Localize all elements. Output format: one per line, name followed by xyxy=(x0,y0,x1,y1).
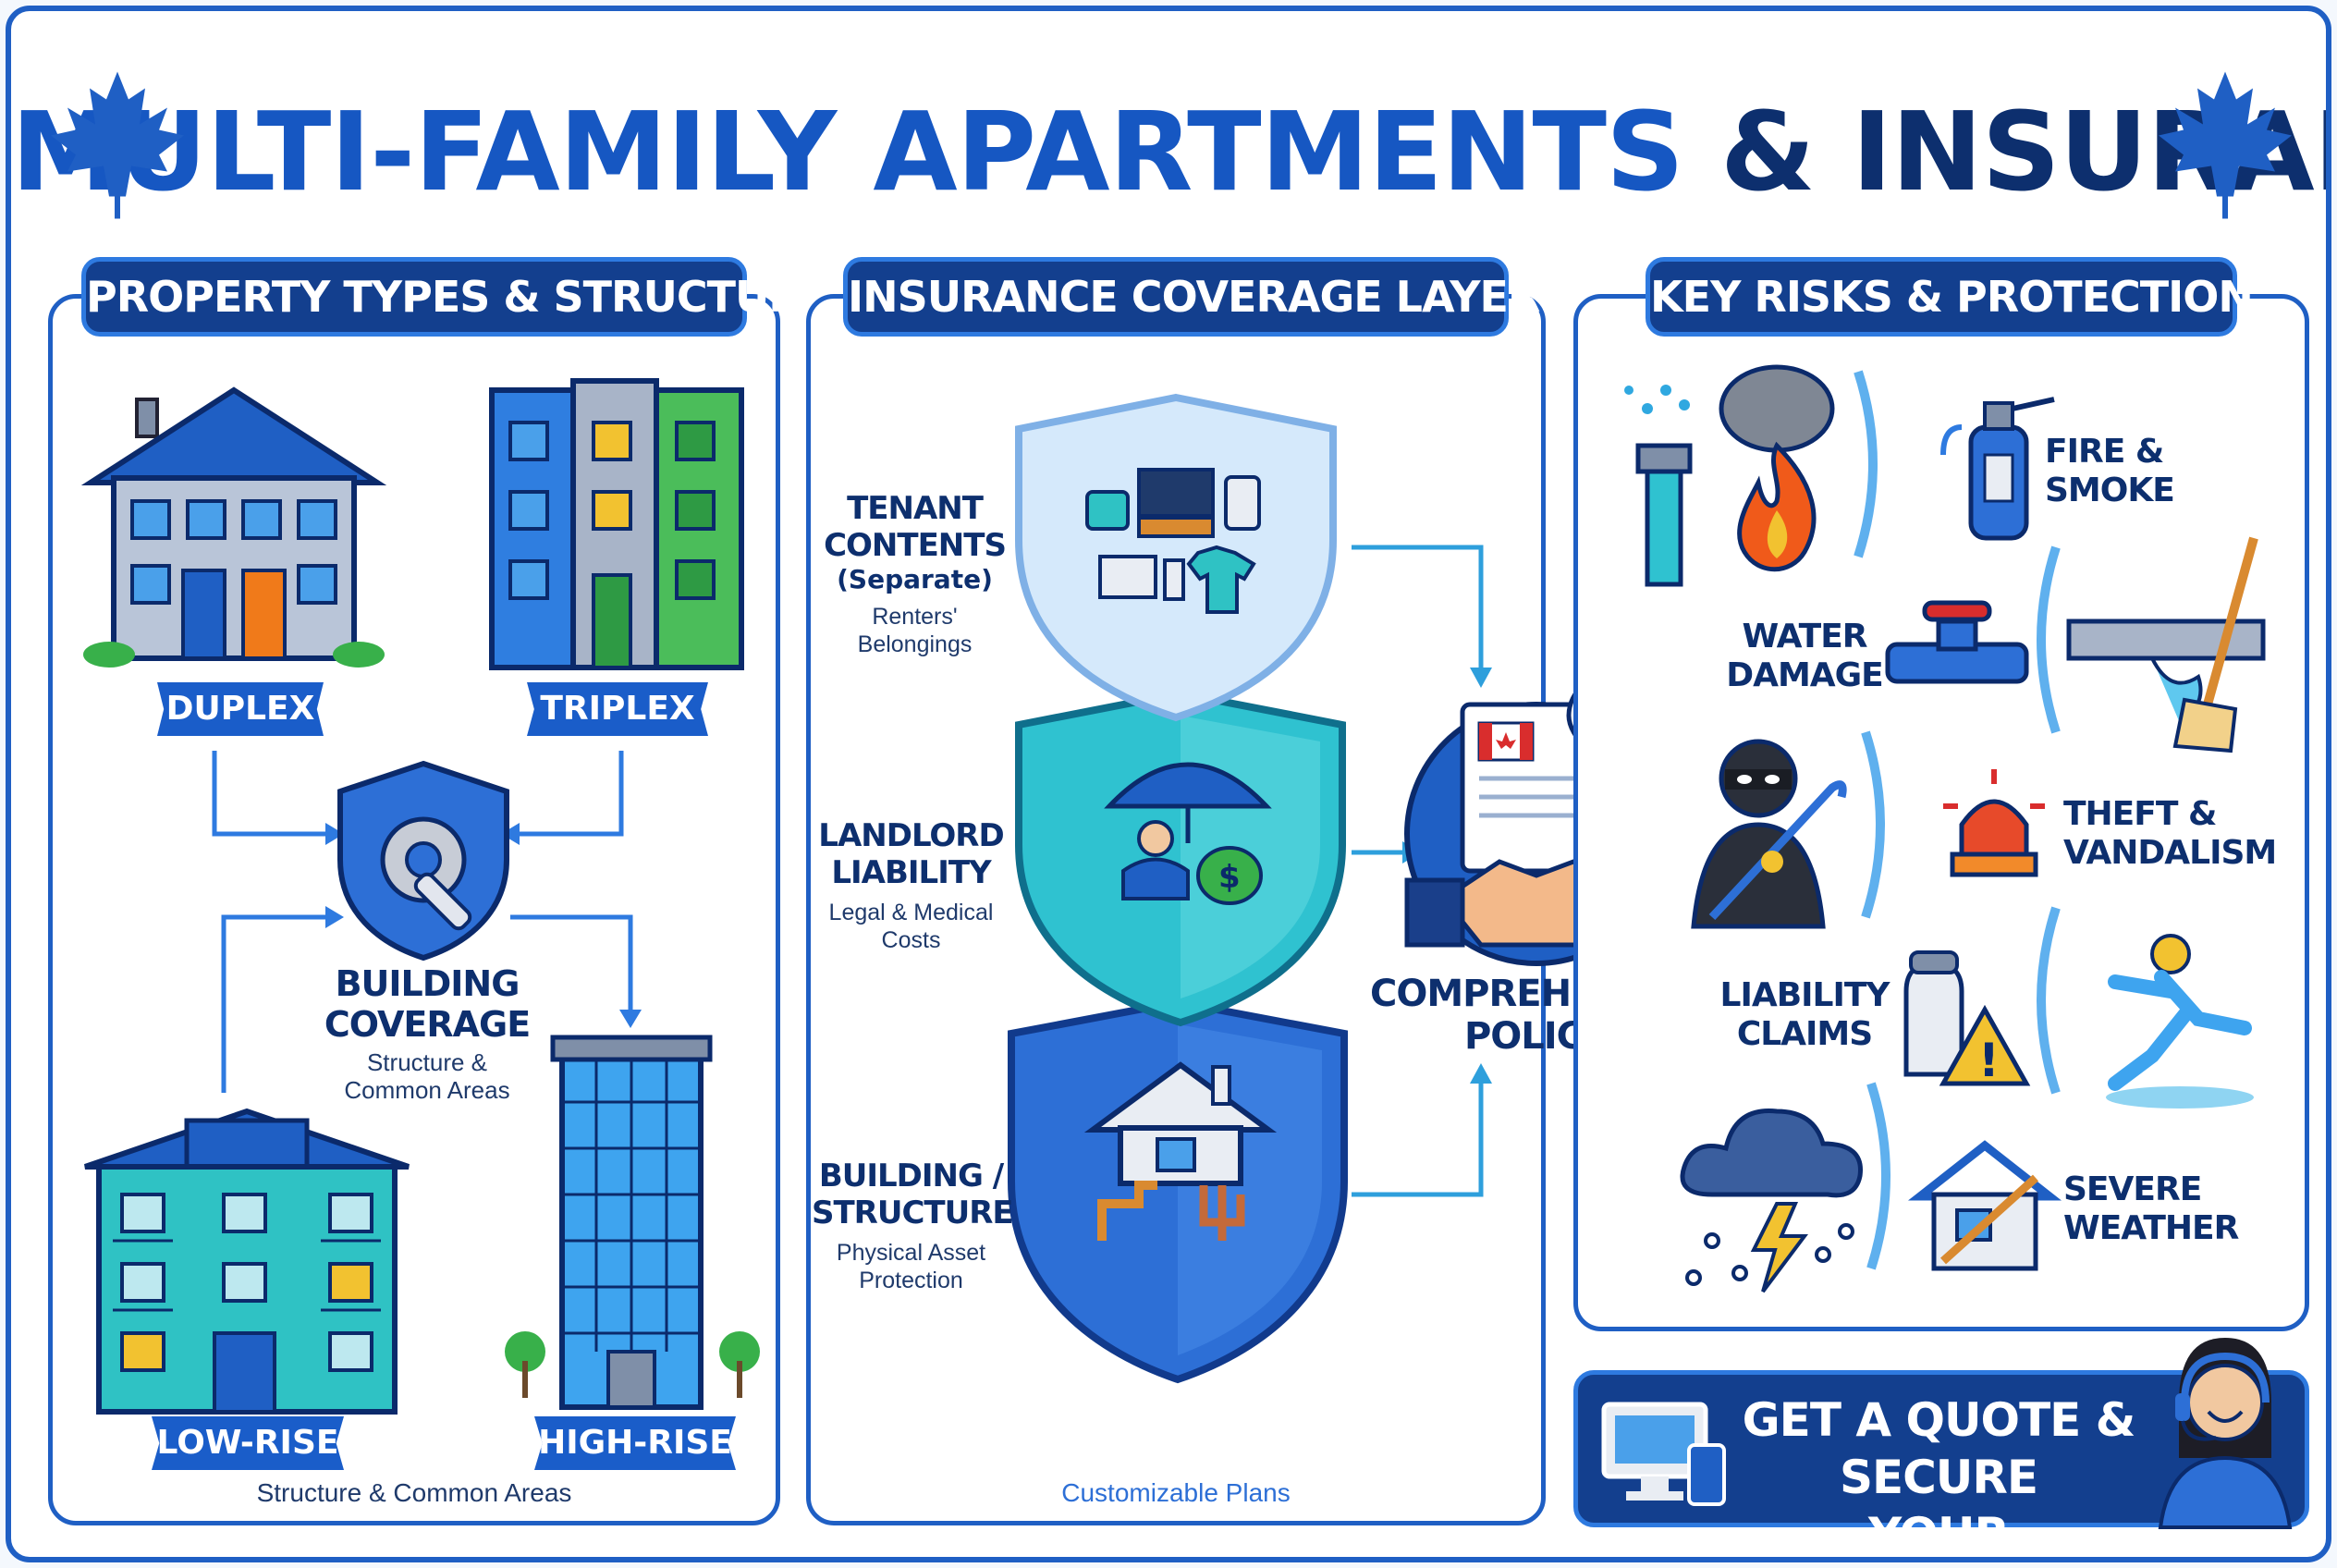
layer-liability-subtitle: Legal & Medical Costs xyxy=(828,900,994,953)
wave-divider xyxy=(2037,906,2061,1095)
wave-divider xyxy=(1861,730,1885,919)
cta-text: GET A QUOTE & SECURE YOUR INVESTMENT xyxy=(1742,1393,2136,1562)
layer-building-subtitle: Physical Asset Protection xyxy=(836,1240,986,1293)
tag-triplex: TRIPLEX xyxy=(527,682,708,736)
pipe-leak-mop-icon xyxy=(2066,536,2266,753)
computer-phone-icon xyxy=(1601,1402,1726,1506)
svg-text:$: $ xyxy=(1218,859,1241,896)
key-risks-header: KEY RISKS & PROTECTION xyxy=(1646,257,2254,337)
layer-building-title: BUILDING / STRUCTURE xyxy=(812,1158,1014,1231)
get-quote-button[interactable]: GET A QUOTE & SECURE YOUR INVESTMENT xyxy=(1573,1338,2309,1557)
risk-fire-label: FIRE & SMOKE xyxy=(2045,433,2175,509)
risk-water-label: WATER DAMAGE xyxy=(1726,618,1884,694)
sprinkler-fire-icon xyxy=(1624,364,1835,587)
maple-leaf-icon xyxy=(2159,71,2292,219)
fire-extinguisher-icon xyxy=(1940,397,2055,541)
umbrella-person-money-icon: $ xyxy=(1104,762,1272,905)
risk-theft-label: THEFT & VANDALISM xyxy=(2063,795,2277,872)
building-coverage-title: BUILDING COVERAGE xyxy=(324,963,531,1045)
wave-divider xyxy=(2037,545,2061,734)
layer-tenant-title: TENANT CONTENTS xyxy=(824,490,1007,564)
damaged-house-icon xyxy=(1907,1140,2062,1271)
alarm-light-icon xyxy=(1943,769,2045,877)
flow-arrows xyxy=(212,751,642,1093)
layer-tenant-subtitle: Renters' Belongings xyxy=(857,604,973,657)
duplex-house-icon xyxy=(80,386,387,668)
salt-warning-icon: ! xyxy=(1903,950,2031,1087)
slip-fall-icon xyxy=(2106,934,2254,1109)
risk-weather-label: SEVERE WEATHER xyxy=(2063,1170,2239,1247)
svg-text:!: ! xyxy=(1978,1034,2000,1087)
maple-leaf-icon xyxy=(51,71,184,219)
layer-liability-title: LANDLORD LIABILITY xyxy=(818,817,1004,891)
infographic-frame: MULTI-FAMILY APARTMENTS & INSURANCE PROP… xyxy=(6,6,2331,1562)
tag-high-rise: HIGH-RISE xyxy=(534,1416,736,1470)
property-types-header: PROPERTY TYPES & STRUCTURES xyxy=(81,257,859,337)
building-coverage-subtitle: Structure & Common Areas xyxy=(344,1048,510,1104)
valve-icon xyxy=(1885,600,2029,684)
tag-low-rise: LOW-RISE xyxy=(152,1416,344,1470)
furniture-electronics-icon xyxy=(1085,468,1261,614)
high-rise-building-icon xyxy=(505,1035,760,1410)
gear-wrench-shield-icon xyxy=(337,760,509,962)
storm-cloud-icon xyxy=(1680,1109,1863,1293)
tag-duplex: DUPLEX xyxy=(157,682,324,736)
house-pipes-icon xyxy=(1083,1061,1278,1241)
low-rise-building-icon xyxy=(84,1108,410,1415)
risk-liability-label: LIABILITY CLAIMS xyxy=(1719,976,1890,1053)
burglar-crowbar-icon xyxy=(1691,739,1847,929)
coverage-layers-header: INSURANCE COVERAGE LAYERS xyxy=(843,257,1570,337)
coverage-footer-note: Customizable Plans xyxy=(1061,1478,1291,1507)
triplex-building-icon xyxy=(489,378,744,670)
property-footer-note: Structure & Common Areas xyxy=(256,1478,572,1507)
support-agent-icon xyxy=(2158,1338,2293,1529)
page-title: MULTI-FAMILY APARTMENTS & INSURANCE xyxy=(11,59,2326,244)
title-main: MULTI-FAMILY APARTMENTS xyxy=(11,88,1684,215)
wave-divider xyxy=(1854,370,1878,558)
wave-divider xyxy=(1866,1082,1890,1270)
layer-tenant-qualifier: (Separate) xyxy=(837,564,993,594)
